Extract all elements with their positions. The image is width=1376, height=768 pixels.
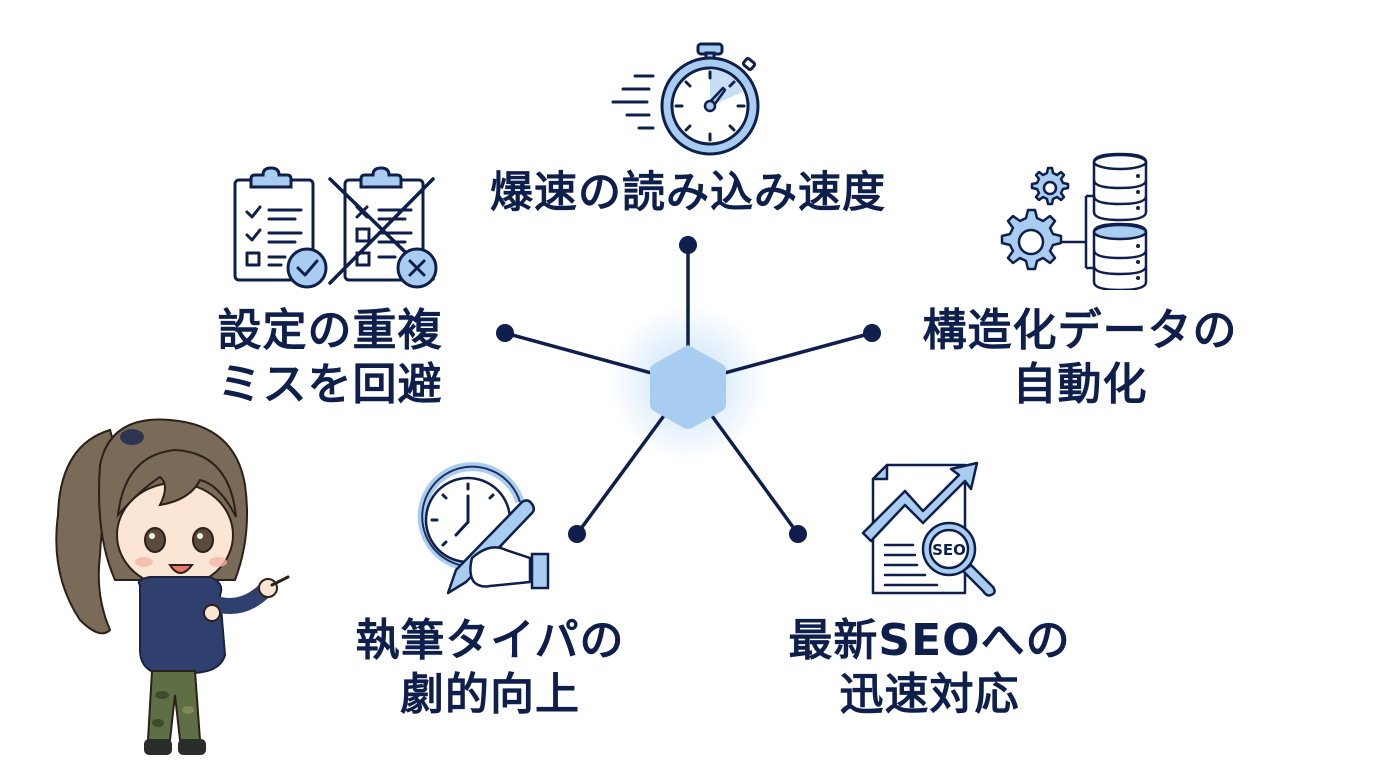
node-dot-bottom-left: [568, 525, 586, 543]
hub-hexagon: [650, 345, 726, 429]
node-label-settings: 設定の重複 ミスを回避: [185, 304, 475, 411]
label-line: 迅速対応: [839, 668, 1020, 720]
label-line: 劇的向上: [400, 668, 580, 720]
seo-growth-document-icon: SEO: [861, 461, 996, 597]
node-dot-left: [496, 324, 514, 342]
label-line: 最新SEOへの: [788, 615, 1071, 666]
gears-database-icon: [1000, 152, 1148, 290]
node-label-seo: 最新SEOへの 迅速対応: [762, 614, 1097, 721]
stopwatch-icon: [611, 42, 760, 156]
svg-text:SEO: SEO: [932, 541, 966, 559]
node-label-writing: 執筆タイパの 劇的向上: [325, 614, 655, 721]
label-line: 執筆タイパの: [355, 615, 625, 666]
node-label-structured-data: 構造化データの 自動化: [895, 304, 1265, 411]
clipboard-checklist-icon: [233, 166, 438, 289]
node-dot-right: [863, 324, 881, 342]
clock-writing-hand-icon: [417, 462, 550, 595]
node-label-speed: 爆速の読み込み速度: [462, 167, 914, 219]
label-line: 設定の重複: [217, 305, 443, 356]
camo-pants: [146, 670, 202, 741]
label-line: 構造化データの: [922, 305, 1238, 356]
character-illustration: [55, 418, 290, 755]
node-dot-top: [679, 236, 697, 254]
label-line: 自動化: [1012, 358, 1148, 410]
label-line: 爆速の読み込み速度: [490, 168, 886, 218]
node-dot-bottom-right: [789, 525, 807, 543]
label-line: ミスを回避: [217, 358, 443, 410]
